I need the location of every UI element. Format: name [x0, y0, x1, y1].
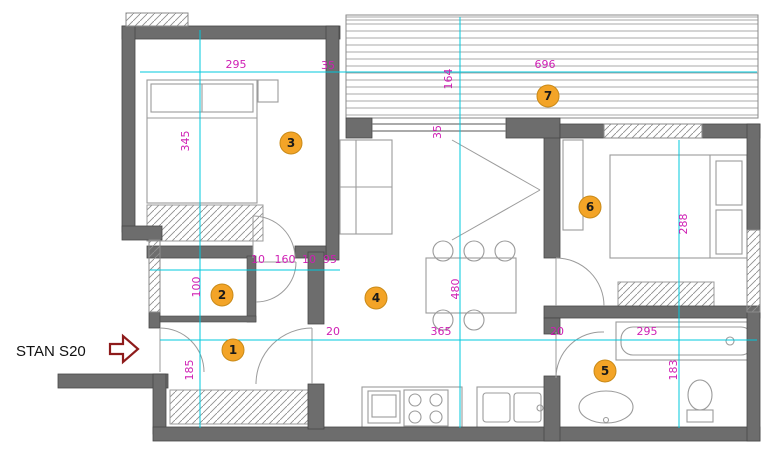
dim-10-a: 10	[251, 253, 265, 266]
closet-room1	[169, 389, 309, 425]
room-number-5: 5	[601, 364, 609, 378]
room-number-3: 3	[287, 136, 295, 150]
dim-185: 185	[183, 360, 196, 381]
room-number-6: 6	[586, 200, 594, 214]
doors	[159, 139, 605, 385]
entry-marker: STAN S20	[16, 333, 140, 365]
room-marker-6: 6	[578, 195, 602, 219]
sofa	[339, 139, 393, 235]
kitchen-sink	[367, 390, 401, 424]
room-marker-1: 1	[221, 338, 245, 362]
door-room3	[252, 215, 296, 259]
nightstand-room3	[257, 79, 279, 103]
dimension-labels: 295 35 696 164 345 35 10 160 10 95 100 4…	[179, 58, 690, 381]
door-room6	[555, 257, 605, 307]
entry-arrow-icon	[108, 333, 140, 365]
windows	[125, 12, 761, 313]
dim-288: 288	[677, 214, 690, 235]
door-room1-living	[255, 327, 313, 385]
dim-35-mid: 35	[431, 125, 444, 139]
room-number-1: 1	[229, 343, 237, 357]
toilet	[686, 379, 714, 423]
entry-door	[159, 327, 205, 373]
door-room2	[255, 261, 297, 303]
balcony-slider	[372, 123, 506, 132]
window-left	[148, 239, 161, 313]
window-room6	[603, 123, 703, 139]
dim-10-b: 10	[302, 253, 316, 266]
dim-480: 480	[449, 279, 462, 300]
window-right	[746, 229, 761, 313]
dim-365: 365	[431, 325, 452, 338]
dim-35-top: 35	[321, 59, 335, 72]
dim-183: 183	[667, 360, 680, 381]
room-marker-3: 3	[279, 131, 303, 155]
balcony-door-swing	[451, 139, 541, 241]
room-marker-2: 2	[210, 283, 234, 307]
room-marker-7: 7	[536, 84, 560, 108]
dim-20-a: 20	[326, 325, 340, 338]
room-marker-5: 5	[593, 359, 617, 383]
cabinet-room6	[562, 139, 584, 231]
closets	[146, 204, 715, 425]
room-number-7: 7	[544, 89, 552, 103]
room-marker-4: 4	[364, 286, 388, 310]
dim-160: 160	[275, 253, 296, 266]
dim-295-bath: 295	[637, 325, 658, 338]
kitchen-counter	[361, 386, 550, 429]
dim-696: 696	[535, 58, 556, 71]
wardrobe-room3	[146, 204, 264, 242]
dim-345: 345	[179, 131, 192, 152]
stove	[403, 389, 449, 427]
ledge-top-left	[125, 12, 189, 27]
room-number-2: 2	[218, 288, 226, 302]
washbasin	[578, 390, 634, 424]
dim-95: 95	[323, 253, 337, 266]
dimension-lines	[140, 17, 757, 428]
room-number-4: 4	[372, 291, 380, 305]
dim-295-top: 295	[226, 58, 247, 71]
room-markers: 1 2 3 4 5 6 7	[210, 84, 617, 383]
dining-table	[425, 240, 517, 331]
apartment-label: STAN S20	[16, 343, 86, 360]
dim-20-b: 20	[550, 325, 564, 338]
bed-room3	[146, 79, 279, 204]
dim-100: 100	[190, 277, 203, 298]
walls	[57, 25, 761, 442]
dim-164: 164	[442, 69, 455, 90]
